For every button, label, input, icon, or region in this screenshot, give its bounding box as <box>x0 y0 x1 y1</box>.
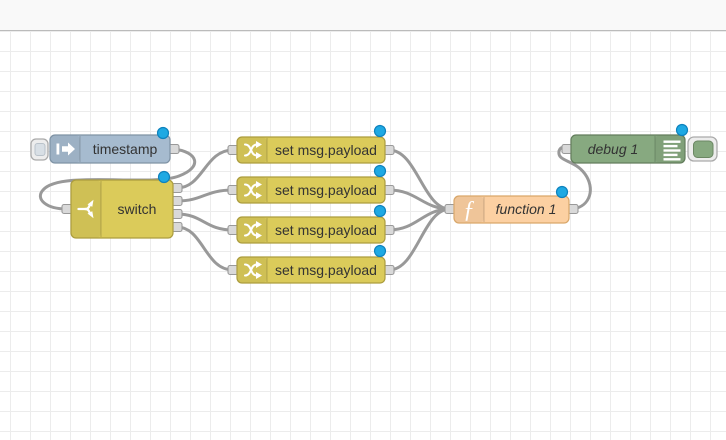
changed-indicator <box>373 244 387 258</box>
header-bar <box>0 0 726 31</box>
function-icon-area <box>454 196 484 223</box>
debug-lines-icon <box>663 140 681 161</box>
change-icon-area <box>237 217 267 243</box>
wire-change4-to-function[interactable] <box>387 207 452 272</box>
debug-node-body[interactable] <box>570 134 686 164</box>
change-node-body[interactable] <box>236 216 386 244</box>
debug-node-label: debug 1 <box>588 141 639 157</box>
changed-indicator <box>373 164 387 178</box>
change-node-body[interactable] <box>236 256 386 284</box>
switch-fork-icon <box>77 199 94 219</box>
change-node-label: set msg.payload <box>275 182 377 198</box>
inject-button-inner <box>34 143 46 156</box>
change-node-label: set msg.payload <box>275 142 377 158</box>
wire-switch-to-change3[interactable] <box>175 212 235 232</box>
change-icon-area <box>237 257 267 283</box>
changed-indicator <box>157 170 171 184</box>
change-node-body[interactable] <box>236 136 386 164</box>
change-shuffle-icon <box>243 221 262 239</box>
change-shuffle-icon <box>243 141 262 159</box>
change-node-label: set msg.payload <box>275 262 377 278</box>
changed-indicator <box>373 124 387 138</box>
change-icon-area <box>237 177 267 203</box>
wire-switch-to-change1[interactable] <box>175 148 235 190</box>
debug-toggle-inner <box>693 140 714 158</box>
inject-arrow-icon <box>56 142 75 156</box>
node-change-1[interactable]: set msg.payload <box>227 124 395 164</box>
changed-indicator <box>156 126 170 140</box>
change-shuffle-icon <box>243 181 262 199</box>
inject-node-label: timestamp <box>93 141 158 157</box>
change-icon-area <box>237 137 267 163</box>
function-node-label: function 1 <box>496 201 557 217</box>
node-change-4[interactable]: set msg.payload <box>227 244 395 284</box>
node-change-3[interactable]: set msg.payload <box>227 204 395 244</box>
node-inject[interactable]: timestamp <box>30 126 180 164</box>
node-switch[interactable]: switch <box>61 170 183 239</box>
change-node-body[interactable] <box>236 176 386 204</box>
changed-indicator <box>675 123 689 137</box>
function-f-icon: ƒ <box>463 197 475 223</box>
node-change-2[interactable]: set msg.payload <box>227 164 395 204</box>
function-node-body[interactable] <box>453 195 570 224</box>
wire-switch-to-change4[interactable] <box>175 225 235 272</box>
changed-indicator <box>373 204 387 218</box>
wire-switch-to-change2[interactable] <box>175 188 235 203</box>
change-shuffle-icon <box>243 261 262 279</box>
inject-node-body[interactable] <box>49 134 171 164</box>
switch-node-body[interactable] <box>70 179 174 239</box>
change-node-label: set msg.payload <box>275 222 377 238</box>
node-function[interactable]: ƒ function 1 <box>444 185 579 224</box>
switch-node-label: switch <box>118 201 157 217</box>
changed-indicator <box>555 185 569 199</box>
node-debug[interactable]: debug 1 <box>561 123 718 164</box>
